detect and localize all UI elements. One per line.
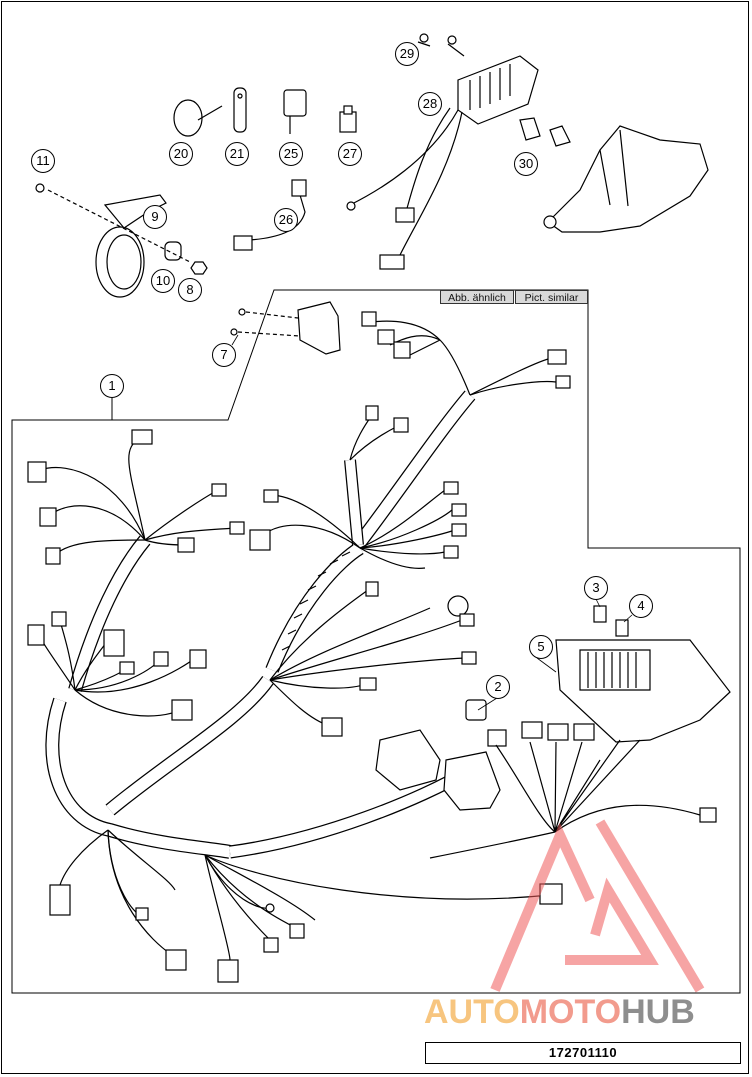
callout-1: 1 — [100, 374, 124, 398]
watermark-auto: AUTO — [424, 993, 520, 1031]
callout-3: 3 — [584, 576, 608, 600]
callout-2: 2 — [486, 675, 510, 699]
watermark-logo — [490, 819, 705, 993]
watermark-moto: MOTO — [519, 993, 622, 1031]
callout-8: 8 — [178, 278, 202, 302]
callout-7: 7 — [212, 343, 236, 367]
screws-29 — [417, 33, 465, 57]
callout-5: 5 — [529, 635, 553, 659]
bracket-21 — [233, 87, 247, 133]
voltage-regulator-28 — [346, 55, 539, 270]
callout-9: 9 — [143, 205, 167, 229]
frame-bracket — [543, 125, 709, 233]
callout-25: 25 — [279, 142, 303, 166]
watermark-hub: HUB — [621, 993, 695, 1031]
wiring-harness — [27, 311, 731, 983]
watermark-text: AUTOMOTOHUB — [424, 993, 695, 1032]
part-number-box: 172701110 — [425, 1042, 741, 1064]
callout-26: 26 — [274, 208, 298, 232]
note-english: Pict. similar — [515, 290, 588, 304]
cable-tie-20 — [173, 99, 223, 137]
callout-21: 21 — [225, 142, 249, 166]
harness-boundary — [11, 289, 741, 994]
callout-11: 11 — [31, 149, 55, 173]
relay-25 — [283, 89, 307, 134]
callout-20: 20 — [169, 142, 193, 166]
fuse-holder-27 — [339, 105, 357, 133]
mounting-plate-7 — [230, 301, 341, 355]
callout-10: 10 — [151, 269, 175, 293]
clips-30 — [519, 117, 571, 147]
callout-30: 30 — [514, 152, 538, 176]
note-german: Abb. ähnlich — [440, 290, 514, 304]
callout-27: 27 — [338, 142, 362, 166]
horn-assembly — [35, 183, 208, 298]
callout-4: 4 — [629, 594, 653, 618]
callout-28: 28 — [418, 92, 442, 116]
callout-29: 29 — [395, 42, 419, 66]
